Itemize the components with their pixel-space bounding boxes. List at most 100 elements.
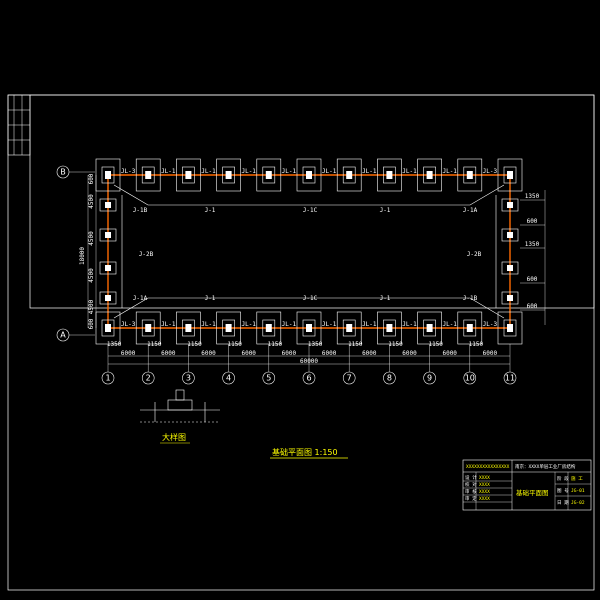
grid-col-5-label: 5: [266, 374, 271, 383]
side-footing-s0-0: [99, 198, 117, 212]
title-block-phase-key: 阶 段: [557, 475, 569, 482]
footing-inner-r0-c3: [222, 166, 235, 184]
dim-offset-0: 1350: [107, 341, 122, 348]
detail-title: 大样图: [162, 432, 186, 442]
column-r1-c5: [306, 324, 312, 332]
footing-inner-r0-c10: [503, 166, 517, 184]
column-r0-c10: [507, 171, 513, 179]
grid-row-B-label: B: [60, 168, 66, 177]
grid-col-8-label: 8: [387, 374, 392, 383]
footing-inner-r0-c2: [182, 166, 195, 184]
column-r1-c4: [265, 324, 272, 332]
title-block-date-val: JG-02: [571, 500, 585, 506]
column-r0-c9: [466, 171, 473, 179]
side-footing-s0-3: [99, 291, 117, 305]
footing-inner-r0-c6: [342, 166, 356, 184]
dim-offset-1: 1150: [147, 341, 162, 348]
footing-inner-r1-c6: [342, 319, 356, 337]
footing-label-bottom-1: J-1: [205, 295, 216, 302]
side-footing-s0-1: [99, 228, 117, 242]
title-block-row-4-key: 审 定: [465, 495, 477, 502]
inner-outline-bottom: [113, 297, 505, 319]
inner-outline-top: [113, 184, 505, 206]
column-r1-c10: [507, 324, 513, 332]
binding-strip-lines: [8, 95, 30, 155]
footing-inner-r0-c9: [463, 166, 477, 184]
title-block-phase-val: 施 工: [571, 475, 583, 482]
beam-label-bottom-2: JL-1: [201, 321, 216, 328]
dim-side-2: 4500: [88, 231, 95, 246]
beam-label-top-1: JL-1: [161, 168, 176, 175]
footing-label-top-1: J-1: [205, 207, 216, 214]
side-footing-s1-1: [501, 228, 519, 242]
grid-col-6-label: 6: [306, 374, 311, 383]
title-block-row-2-key: 校 对: [465, 481, 477, 488]
footing-label-top-2: J-1C: [303, 207, 318, 214]
title-block-row-2-val: XXXX: [479, 482, 490, 488]
column-r1-c6: [346, 324, 353, 332]
title-block-row-4-val: XXXX: [479, 496, 490, 502]
grid-col-11-bubble: [503, 371, 517, 385]
column-r0-c0: [105, 171, 111, 179]
footing-inner-r0-c4: [262, 166, 276, 184]
beam-label-top-0: JL-3: [121, 168, 136, 175]
grid-col-8-bubble: [383, 371, 396, 385]
footing-label-side-left: J-2B: [139, 251, 154, 258]
footing-inner-r1-c2: [182, 319, 195, 337]
beam-label-bottom-8: JL-1: [442, 321, 457, 328]
dim-overall-width: 18000: [79, 247, 86, 265]
dim-offset-2: 1150: [187, 341, 202, 348]
footing-inner-r1-c10: [503, 319, 517, 337]
dim-bay-7: 6000: [402, 350, 417, 357]
column-r1-c1: [145, 324, 152, 332]
footing-outer-r0-c2: [176, 158, 201, 192]
footing-label-top-3: J-1: [380, 207, 391, 214]
title-block-row-1-key: 设 计: [465, 474, 477, 481]
footing-outer-r0-c4: [256, 158, 282, 192]
dim-offset-9: 1150: [469, 341, 484, 348]
grid-col-11-label: 11: [505, 374, 515, 383]
grid-col-2-bubble: [141, 371, 155, 385]
dim-right-4: 600: [527, 303, 538, 310]
dim-overall-length: 60000: [300, 358, 318, 365]
side-column-s0-2: [105, 265, 111, 271]
dim-offset-7: 1150: [388, 341, 403, 348]
footing-label-top-0: J-1B: [133, 207, 148, 214]
footing-label-bottom-0: J-1A: [133, 295, 148, 302]
grid-col-4-bubble: [222, 371, 235, 385]
dim-right-3: 600: [527, 276, 538, 283]
column-r1-c8: [426, 324, 433, 332]
footing-inner-r0-c7: [383, 166, 396, 184]
column-r1-c0: [105, 324, 111, 332]
dim-bay-8: 6000: [442, 350, 457, 357]
dim-offset-4: 1150: [268, 341, 283, 348]
column-r0-c6: [346, 171, 353, 179]
title-block-company: XXXXXXXXXXXXXXXX: [466, 464, 510, 470]
grid-col-9-label: 9: [427, 374, 432, 383]
footing-label-side-right: J-2B: [467, 251, 482, 258]
footing-inner-r1-c7: [383, 319, 396, 337]
dim-bay-3: 6000: [241, 350, 256, 357]
side-footing-s1-2: [501, 261, 519, 275]
footing-inner-r0-c1: [141, 166, 155, 184]
dim-right-0: 1350: [525, 193, 540, 200]
side-column-s1-0: [507, 202, 513, 208]
title-block-no-key: 图 号: [557, 488, 569, 494]
beam-label-bottom-4: JL-1: [282, 321, 297, 328]
grid-col-3-bubble: [182, 371, 195, 385]
grid-col-4-label: 4: [226, 374, 231, 383]
dim-bay-6: 6000: [362, 350, 377, 357]
beam-label-top-4: JL-1: [282, 168, 297, 175]
beam-label-top-2: JL-1: [201, 168, 216, 175]
title-block-row-1-val: XXXX: [479, 475, 490, 481]
plan-title: 基础平面图 1:150: [272, 447, 338, 457]
side-footing-s1-3: [501, 291, 519, 305]
footing-outer-r0-c9: [457, 158, 483, 192]
footing-outer-r0-c7: [377, 158, 402, 192]
grid-col-1-label: 1: [105, 374, 110, 383]
grid-col-9-bubble: [423, 371, 436, 385]
dim-side-5: 600: [88, 318, 95, 329]
footing-inner-r1-c9: [463, 319, 477, 337]
side-column-s1-1: [507, 232, 513, 238]
